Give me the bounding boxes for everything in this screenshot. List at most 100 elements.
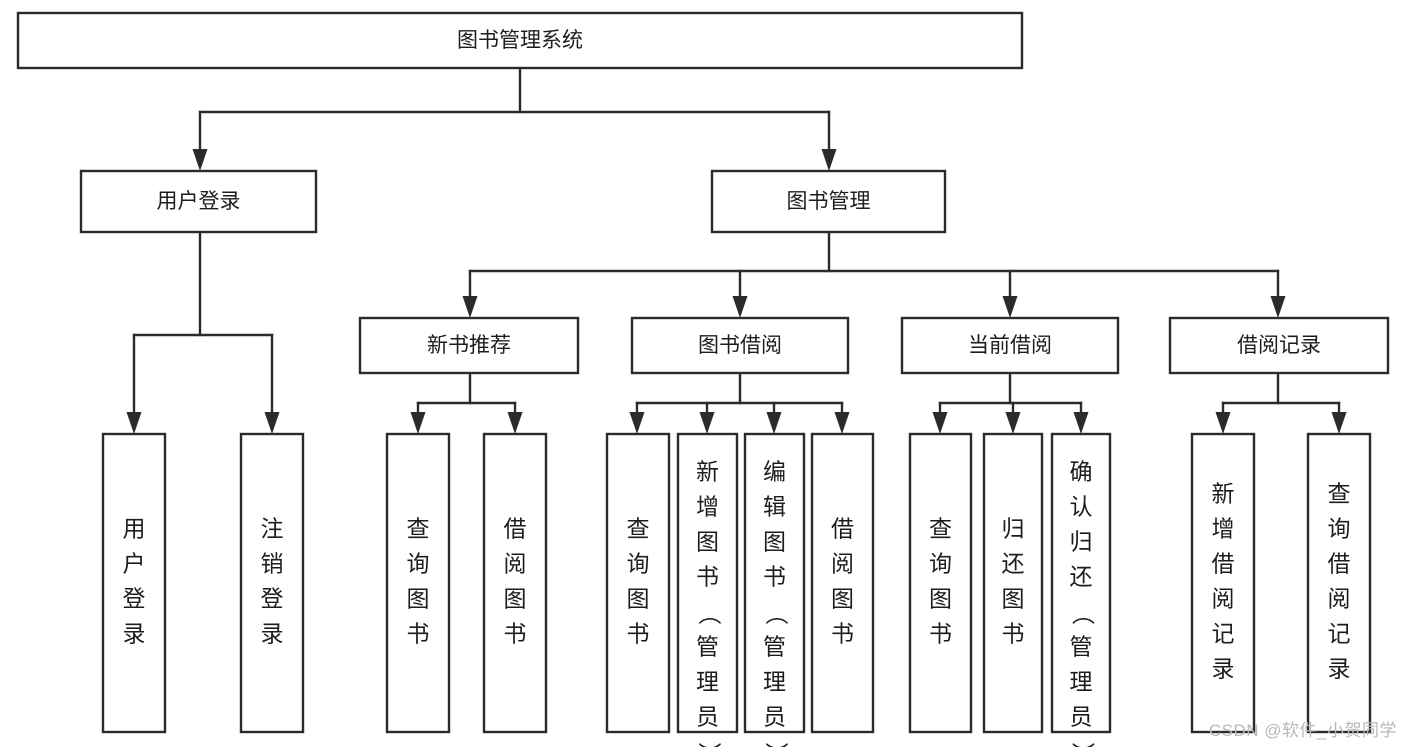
arrow-head-icon	[192, 149, 208, 171]
level3-node-box[interactable]	[630, 316, 850, 375]
leaf-label-char: 管	[763, 634, 786, 660]
nodes-layer: 图书管理系统用户登录图书管理新书推荐图书借阅当前借阅借阅记录用户登录注销登录查询…	[16, 11, 1390, 747]
node-user-login[interactable]: 用户登录	[79, 169, 318, 234]
node-book-manage[interactable]: 图书管理	[710, 169, 947, 234]
node-new-book-recommend[interactable]: 新书推荐	[358, 316, 580, 375]
leaf-label-char: 销	[261, 551, 284, 577]
leaf-label-char: 书	[504, 621, 527, 647]
csdn-watermark: CSDN @软件_小贺同学	[1208, 721, 1397, 740]
leaf-label-char: 查	[627, 516, 650, 542]
leaf-label-char: （	[763, 602, 789, 625]
connector-group-borrow-record	[1215, 371, 1347, 434]
leaf-node-box[interactable]	[908, 432, 973, 734]
leaf-label-char: 借	[1212, 551, 1235, 577]
leaf-node-label: 用户登录	[123, 516, 146, 647]
leaf-label-char: 新	[1212, 481, 1235, 507]
leaf-node-box[interactable]	[743, 432, 806, 734]
leaf-label-char: 图	[696, 529, 719, 555]
leaf-node-box[interactable]	[239, 432, 305, 734]
node-book-borrow[interactable]: 图书借阅	[630, 316, 850, 375]
leaf-label-char: ）	[1070, 742, 1096, 747]
level3-node-label: 图书借阅	[698, 334, 782, 357]
connector-group-book-manage	[462, 230, 1286, 318]
level2-node-box[interactable]	[79, 169, 318, 234]
leaf-label-char: 录	[123, 621, 146, 647]
leaf-label-char: ）	[696, 742, 722, 747]
leaf-label-char: 询	[407, 551, 430, 577]
root-node-label: 图书管理系统	[457, 29, 583, 52]
leaf-label-char: 登	[261, 586, 284, 612]
leaf-label-char: 借	[504, 516, 527, 542]
arrow-head-icon	[1002, 296, 1018, 318]
leaf-label-char: 书	[1002, 621, 1025, 647]
level3-node-box[interactable]	[1168, 316, 1390, 375]
leaf-label-char: （	[696, 602, 722, 625]
leaf-label-char: 图	[504, 586, 527, 612]
arrow-head-icon	[264, 412, 280, 434]
arrow-head-icon	[821, 149, 837, 171]
arrow-head-icon	[834, 412, 850, 434]
leaf-node-box[interactable]	[982, 432, 1044, 734]
leaf-label-char: 管	[1070, 634, 1093, 660]
leaf-label-char: 借	[831, 516, 854, 542]
leaf-leaf-user-login[interactable]: 用户登录	[101, 432, 167, 734]
leaf-node-box[interactable]	[810, 432, 875, 734]
leaf-label-char: 录	[1212, 656, 1235, 682]
level3-node-box[interactable]	[900, 316, 1120, 375]
leaf-label-char: 新	[696, 459, 719, 485]
arrow-head-icon	[1270, 296, 1286, 318]
arrow-head-icon	[1073, 412, 1089, 434]
level3-node-label: 当前借阅	[968, 334, 1052, 357]
connector-group-new-book-recommend	[410, 371, 523, 434]
leaf-label-char: 增	[696, 494, 719, 520]
leaf-label-char: 理	[696, 669, 719, 695]
level3-node-box[interactable]	[358, 316, 580, 375]
leaf-label-char: 录	[261, 621, 284, 647]
leaf-node-box[interactable]	[385, 432, 451, 734]
level2-node-box[interactable]	[710, 169, 947, 234]
leaf-label-char: 图	[929, 586, 952, 612]
node-borrow-record[interactable]: 借阅记录	[1168, 316, 1390, 375]
leaf-node-box[interactable]	[482, 432, 548, 734]
leaf-label-char: 书	[696, 564, 719, 590]
arrow-head-icon	[699, 412, 715, 434]
leaf-node-box[interactable]	[1190, 432, 1256, 734]
leaf-node-box[interactable]	[101, 432, 167, 734]
leaf-node-box[interactable]	[676, 432, 739, 734]
leaf-label-char: 书	[407, 621, 430, 647]
root-node-box[interactable]	[16, 11, 1024, 70]
leaf-label-char: 查	[929, 516, 952, 542]
leaf-label-char: 还	[1070, 564, 1093, 590]
leaf-node-box[interactable]	[1306, 432, 1372, 734]
arrow-head-icon	[732, 296, 748, 318]
leaf-label-char: 图	[1002, 586, 1025, 612]
leaf-node-box[interactable]	[605, 432, 671, 734]
leaf-label-char: 询	[929, 551, 952, 577]
node-root[interactable]: 图书管理系统	[16, 11, 1024, 70]
node-current-borrow[interactable]: 当前借阅	[900, 316, 1120, 375]
connector-group-current-borrow	[932, 371, 1089, 434]
leaf-node-box[interactable]	[1050, 432, 1112, 734]
leaf-label-char: 确	[1070, 459, 1093, 485]
